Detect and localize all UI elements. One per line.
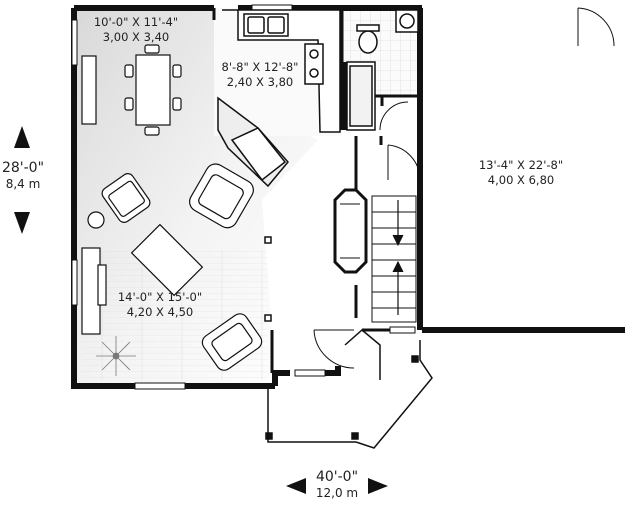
- kitchen-counters: [217, 9, 341, 188]
- kitchen-metric: 2,40 X 3,80: [226, 75, 294, 89]
- garage-imperial: 13'-4" X 22'-8": [478, 158, 564, 172]
- bathroom-fixtures: [346, 9, 419, 131]
- width-dimension-arrows: [286, 478, 388, 494]
- width-imperial: 40'-0": [315, 469, 359, 485]
- kitchen-label: 8'-8" X 12'-8" 2,40 X 3,80: [210, 60, 310, 90]
- columns: [264, 236, 272, 322]
- garage-label: 13'-4" X 22'-8" 4,00 X 6,80: [466, 158, 576, 188]
- depth-metric: 8,4 m: [5, 177, 41, 191]
- living-room-metric: 4,20 X 4,50: [126, 305, 194, 319]
- dining-room-label: 10'-0" X 11'-4" 3,00 X 3,40: [86, 15, 186, 45]
- depth-dimension: 28'-0" 8,4 m: [0, 160, 46, 192]
- dining-furniture: [81, 44, 182, 136]
- doors: [313, 7, 615, 369]
- depth-dimension-arrows: [14, 126, 30, 234]
- garage-metric: 4,00 X 6,80: [487, 173, 555, 187]
- depth-imperial: 28'-0": [1, 160, 45, 176]
- dining-room-metric: 3,00 X 3,40: [102, 30, 170, 44]
- width-dimension: 40'-0" 12,0 m: [307, 469, 367, 501]
- dining-room-imperial: 10'-0" X 11'-4": [93, 15, 179, 29]
- living-furniture: [81, 163, 263, 376]
- closet: [333, 188, 368, 274]
- living-room-label: 14'-0" X 15'-0" 4,20 X 4,50: [110, 290, 210, 320]
- front-porch: [265, 329, 433, 449]
- living-room-imperial: 14'-0" X 15'-0": [117, 290, 203, 304]
- staircase: [371, 195, 417, 323]
- width-metric: 12,0 m: [315, 486, 359, 500]
- kitchen-imperial: 8'-8" X 12'-8": [221, 60, 299, 74]
